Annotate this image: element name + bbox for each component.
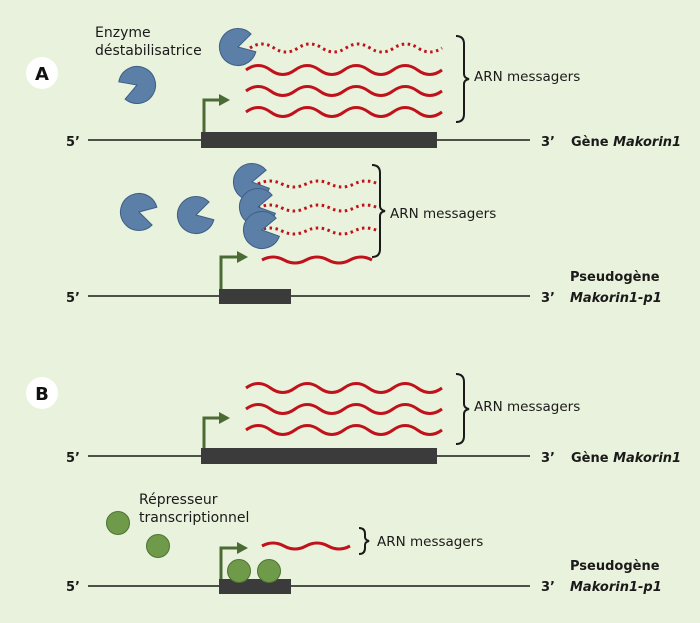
repressor-label-line2: transcriptionnel (139, 510, 249, 526)
enzyme-on-mrna-icon (219, 28, 257, 67)
gene-b-mrna-label: ARN messagers (474, 399, 580, 415)
pseudo-a-three-prime: 3’ (541, 291, 555, 306)
gene-b-label-prefix: Gène (571, 451, 613, 466)
repressor-label-line1: Répresseur (139, 492, 218, 508)
gene-b-mrna-1 (245, 382, 443, 394)
pseudo-b-bracket (358, 527, 370, 555)
gene-a-mrna-2 (245, 85, 443, 97)
pseudo-a-label-line1: Pseudogène (570, 270, 660, 285)
gene-a-five-prime: 5’ (66, 135, 80, 150)
gene-a-mrna-1 (245, 64, 443, 76)
gene-b-arrowhead-icon (219, 412, 230, 424)
pseudo-a-mrna-label: ARN messagers (390, 206, 496, 222)
pseudo-b-box (219, 579, 291, 594)
enzyme-on-pseudo-3-icon (242, 211, 280, 249)
pseudo-a-mrna-degraded-1 (257, 179, 379, 189)
gene-b-promoter-arrow (202, 416, 222, 448)
gene-b-label-name: Makorin1 (613, 451, 681, 466)
pseudo-b-label-line2: Makorin1-p1 (570, 580, 662, 595)
pseudo-a-label-line2: Makorin1-p1 (570, 291, 662, 306)
gene-b-five-prime: 5’ (66, 451, 80, 466)
gene-b-bracket (455, 373, 470, 445)
enzyme-label-line2: déstabilisatrice (95, 43, 202, 59)
pseudo-b-mrna (261, 541, 351, 551)
pseudo-b-arrowhead-icon (237, 542, 248, 554)
free-enzyme-2-icon (177, 196, 215, 235)
gene-b-label: Gène Makorin1 (571, 451, 681, 466)
gene-a-three-prime: 3’ (541, 135, 555, 150)
gene-b-three-prime: 3’ (541, 451, 555, 466)
pseudo-b-promoter-arrow (219, 546, 240, 579)
pseudo-a-mrna-group (232, 163, 379, 265)
pseudo-a-mrna-degraded-2 (257, 203, 379, 213)
gene-b-box (201, 448, 437, 464)
panel-b-badge (26, 377, 58, 409)
pseudo-a-mrna-degraded-3 (257, 226, 379, 236)
free-repressor-2-icon (146, 534, 170, 558)
gene-a-arrowhead-icon (219, 94, 230, 106)
pseudo-a-box (219, 289, 291, 304)
pseudo-a-mrna-intact (261, 255, 373, 265)
bound-repressor-2-icon (257, 559, 281, 583)
gene-a-label-prefix: Gène (571, 135, 613, 150)
panel-b-letter: B (35, 384, 49, 405)
gene-a-box (201, 132, 437, 148)
pseudo-b-mrna-label: ARN messagers (377, 534, 483, 550)
free-repressor-1-icon (106, 511, 130, 535)
pseudo-a-arrowhead-icon (237, 251, 248, 263)
panel-a-letter: A (35, 64, 49, 85)
panel-a-badge (26, 57, 58, 89)
pseudo-a-bracket (371, 164, 386, 258)
gene-a-mrna-group (219, 28, 443, 118)
panel-b: B ARN messagers 5’ 3’ Gène Makorin1 Répr… (26, 373, 681, 595)
pseudo-b-five-prime: 5’ (66, 580, 80, 595)
gene-a-label: Gène Makorin1 (571, 135, 681, 150)
pseudo-a-promoter-arrow (219, 255, 240, 289)
gene-b-mrna-3 (245, 424, 443, 436)
gene-a-promoter-arrow (202, 98, 222, 132)
gene-a-mrna-label: ARN messagers (474, 69, 580, 85)
gene-a-mrna-degraded (249, 42, 443, 54)
gene-a-label-name: Makorin1 (613, 135, 681, 150)
panel-a: A Enzyme déstabilisatrice ARN messagers … (26, 25, 681, 306)
pseudo-b-label-line1: Pseudogène (570, 559, 660, 574)
free-enzyme-1-icon (120, 192, 158, 231)
pseudo-a-five-prime: 5’ (66, 291, 80, 306)
gene-a-bracket (455, 35, 470, 123)
pseudo-b-three-prime: 3’ (541, 580, 555, 595)
enzyme-label-line1: Enzyme (95, 25, 151, 41)
gene-a-mrna-3 (245, 106, 443, 118)
bound-repressor-1-icon (227, 559, 251, 583)
enzyme-icon (118, 66, 157, 104)
gene-b-mrna-2 (245, 403, 443, 415)
